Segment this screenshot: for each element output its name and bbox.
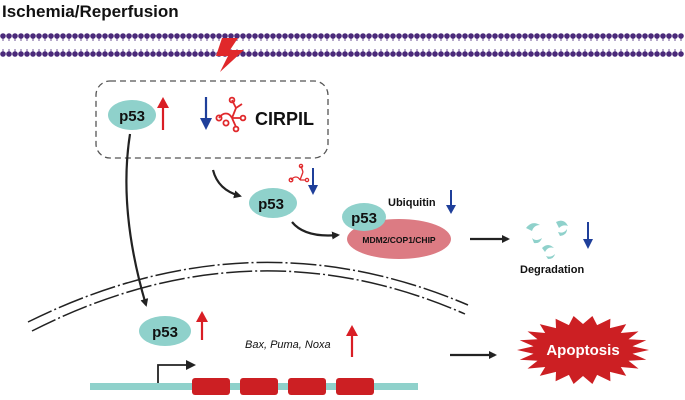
degradation-fragments-icon bbox=[526, 220, 568, 259]
mdm2-label: MDM2/COP1/CHIP bbox=[362, 235, 436, 245]
p53-complex: p53 bbox=[342, 203, 386, 231]
up-arrow-icon bbox=[346, 325, 358, 357]
cell-membrane bbox=[0, 33, 684, 57]
cirpil-label: CIRPIL bbox=[255, 109, 314, 129]
rna-hairpin-icon bbox=[215, 96, 247, 133]
up-arrow-icon bbox=[196, 311, 208, 340]
down-arrow-icon bbox=[583, 222, 593, 249]
p53-nucleus-label: p53 bbox=[152, 324, 178, 341]
cirpil-box bbox=[95, 80, 329, 159]
arrow-to-complex bbox=[291, 221, 340, 240]
up-arrow-icon bbox=[157, 97, 169, 130]
promoter-arrow bbox=[157, 360, 196, 383]
nuclear-envelope bbox=[27, 261, 469, 332]
title: Ischemia/Reperfusion bbox=[2, 2, 179, 21]
arrow-to-nucleus bbox=[125, 133, 149, 307]
ubiquitin-label: Ubiquitin bbox=[388, 197, 436, 209]
arrow-to-p53-mid bbox=[211, 169, 242, 199]
p53-nucleus: p53 bbox=[139, 316, 191, 346]
down-arrow-icon bbox=[308, 168, 318, 195]
p53-mid-label: p53 bbox=[258, 196, 284, 213]
lightning-bolt-icon bbox=[216, 38, 244, 72]
p53-top-label: p53 bbox=[119, 108, 145, 125]
target-genes-label: Bax, Puma, Noxa bbox=[245, 339, 331, 351]
apoptosis-burst: Apoptosis bbox=[517, 316, 649, 384]
down-arrow-icon bbox=[200, 97, 212, 130]
apoptosis-label: Apoptosis bbox=[546, 342, 619, 359]
p53-cirpil-bound: p53 bbox=[249, 188, 297, 218]
p53-complex-label: p53 bbox=[351, 210, 377, 227]
rna-small-icon bbox=[288, 163, 310, 183]
down-arrow-icon bbox=[446, 190, 456, 214]
p53-cytoplasm: p53 bbox=[108, 100, 156, 130]
degradation-label: Degradation bbox=[520, 264, 584, 276]
exons bbox=[192, 378, 374, 395]
